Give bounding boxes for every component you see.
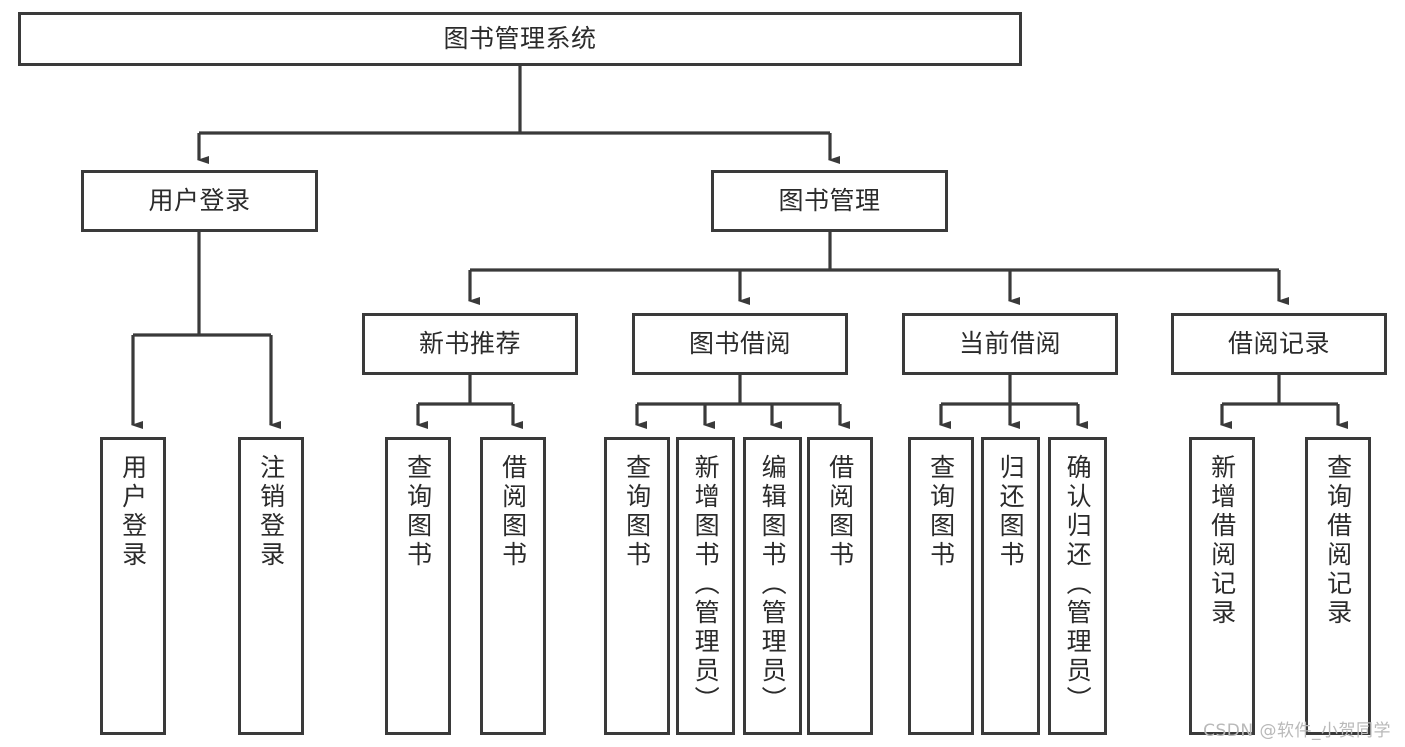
leaf-label: 编辑图书（管理员） xyxy=(758,454,788,715)
leaf-label: 注销登录 xyxy=(256,454,286,570)
leaf-borrow-book-recommend[interactable]: 借阅图书 xyxy=(480,437,546,735)
node-user-login[interactable]: 用户登录 xyxy=(81,170,318,232)
node-current-borrow[interactable]: 当前借阅 xyxy=(902,313,1118,375)
leaf-query-book-recommend[interactable]: 查询图书 xyxy=(385,437,451,735)
leaf-query-borrow-record[interactable]: 查询借阅记录 xyxy=(1305,437,1371,735)
leaf-query-book-current[interactable]: 查询图书 xyxy=(908,437,974,735)
leaf-label: 查询图书 xyxy=(926,454,956,570)
node-borrow-record[interactable]: 借阅记录 xyxy=(1171,313,1387,375)
leaf-label: 查询图书 xyxy=(622,454,652,570)
leaf-label: 查询借阅记录 xyxy=(1323,454,1353,628)
leaf-logout-login[interactable]: 注销登录 xyxy=(238,437,304,735)
leaf-label: 新增图书（管理员） xyxy=(691,454,721,715)
leaf-label: 借阅图书 xyxy=(825,454,855,570)
leaf-label: 借阅图书 xyxy=(498,454,528,570)
leaf-user-login[interactable]: 用户登录 xyxy=(100,437,166,735)
leaf-edit-book[interactable]: 编辑图书（管理员） xyxy=(743,437,802,735)
leaf-confirm-return[interactable]: 确认归还（管理员） xyxy=(1048,437,1107,735)
leaf-add-book[interactable]: 新增图书（管理员） xyxy=(676,437,735,735)
leaf-label: 确认归还（管理员） xyxy=(1063,454,1093,715)
leaf-add-borrow-record[interactable]: 新增借阅记录 xyxy=(1189,437,1255,735)
node-book-borrow[interactable]: 图书借阅 xyxy=(632,313,848,375)
node-book-management[interactable]: 图书管理 xyxy=(711,170,948,232)
leaf-query-book-borrow[interactable]: 查询图书 xyxy=(604,437,670,735)
leaf-label: 用户登录 xyxy=(118,454,148,570)
node-new-book-recommend[interactable]: 新书推荐 xyxy=(362,313,578,375)
leaf-return-book[interactable]: 归还图书 xyxy=(981,437,1040,735)
leaf-label: 归还图书 xyxy=(996,454,1026,570)
csdn-watermark: CSDN @软件_小贺同学 xyxy=(1203,721,1391,741)
leaf-borrow-book[interactable]: 借阅图书 xyxy=(807,437,873,735)
node-root-system[interactable]: 图书管理系统 xyxy=(18,12,1022,66)
leaf-label: 新增借阅记录 xyxy=(1207,454,1237,628)
leaf-label: 查询图书 xyxy=(403,454,433,570)
